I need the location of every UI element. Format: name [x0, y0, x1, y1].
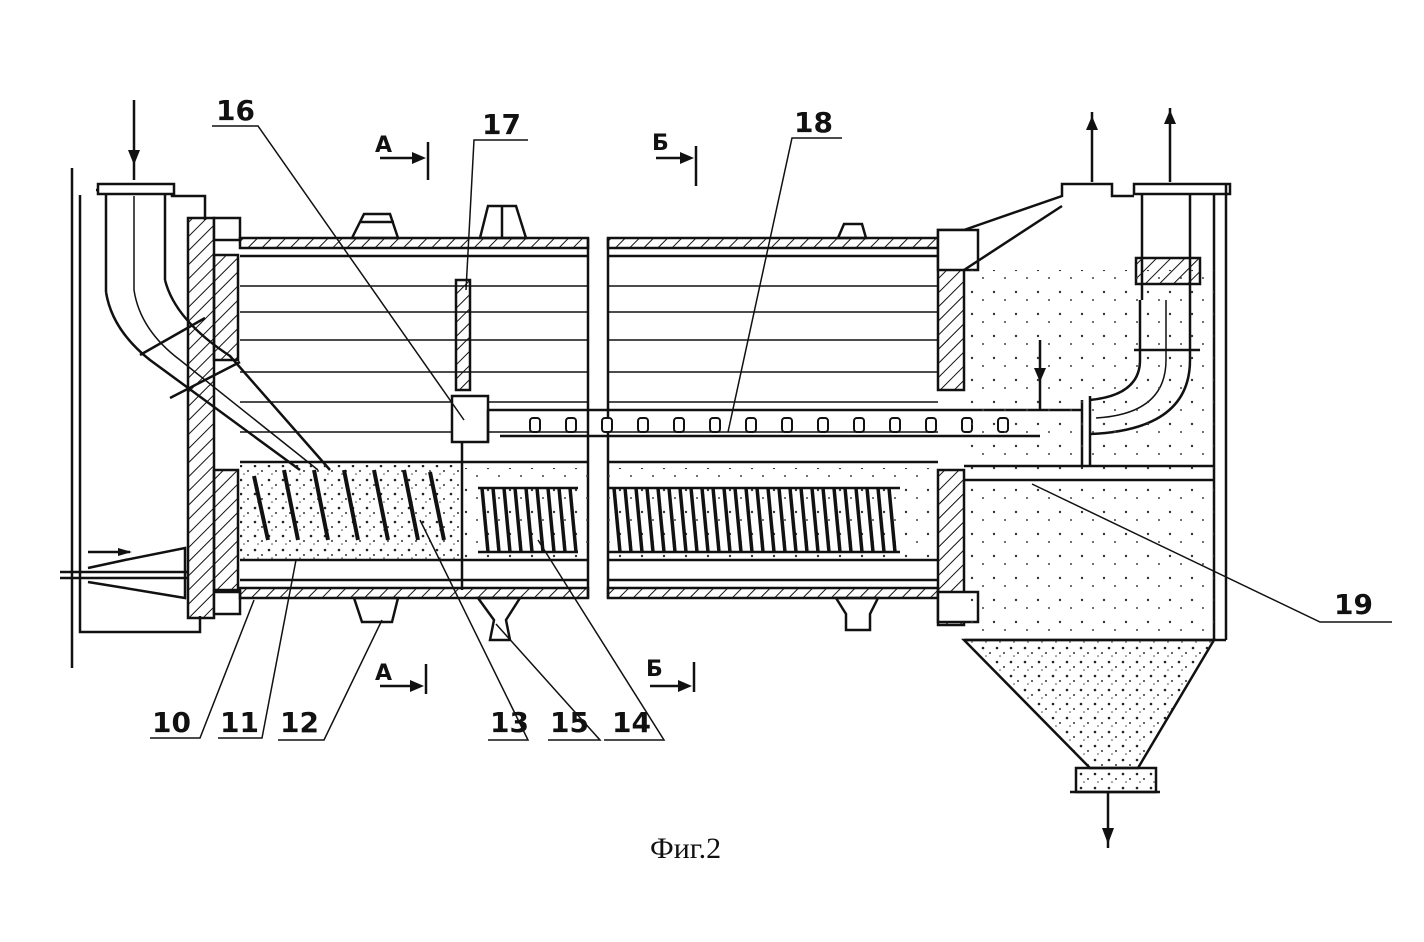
callouts: 16 17 18 19 10 11 12 13 15 14	[152, 94, 1373, 739]
coil-turn	[788, 487, 798, 553]
pipe-nozzle	[709, 417, 721, 433]
callout-10: 10	[152, 706, 191, 739]
coil-turn	[656, 487, 666, 553]
coil-turn	[535, 487, 545, 553]
section-marks: А А Б Б	[375, 131, 698, 694]
coil-turn	[557, 487, 567, 553]
pipe-nozzle	[601, 417, 613, 433]
section-mark-b-top: Б	[652, 131, 669, 156]
coil-turn	[568, 487, 578, 553]
coil-turn	[502, 487, 512, 553]
coil-turn	[843, 487, 853, 553]
coil-turn	[623, 487, 633, 553]
coil-turn	[733, 487, 743, 553]
figure-caption: Фиг.2	[650, 832, 721, 865]
callout-17: 17	[482, 108, 521, 141]
coil-turn	[711, 487, 721, 553]
coil-turn	[546, 487, 556, 553]
pipe-nozzle	[565, 417, 577, 433]
coil-turn	[700, 487, 710, 553]
section-mark-a-top: А	[375, 133, 392, 158]
drum-fittings-left	[349, 204, 528, 642]
inlet-housing	[60, 168, 207, 668]
spiral-dense-left	[462, 468, 588, 562]
pipe-nozzle	[529, 417, 541, 433]
pipe-nozzle	[817, 417, 829, 433]
coil-turn	[755, 487, 765, 553]
coil-turn	[667, 487, 677, 553]
pipe-nozzle	[673, 417, 685, 433]
callout-15: 15	[550, 706, 589, 739]
callout-19: 19	[1334, 588, 1373, 621]
callout-12: 12	[280, 706, 319, 739]
coil-turn	[513, 487, 523, 553]
section-mark-a-bottom: А	[375, 661, 392, 686]
pipe-nozzle	[925, 417, 937, 433]
pipe-nozzle	[889, 417, 901, 433]
leader-lines	[150, 125, 1392, 741]
callout-11: 11	[220, 706, 259, 739]
coil-turn	[876, 487, 886, 553]
coil-turn	[722, 487, 732, 553]
coil-turn	[645, 487, 655, 553]
coil-turn	[810, 487, 820, 553]
coil-turn	[744, 487, 754, 553]
coil-turn	[854, 487, 864, 553]
coil-turn	[480, 487, 490, 553]
pipe-nozzle	[745, 417, 757, 433]
coil-turn	[524, 487, 534, 553]
section-mark-b-bottom: Б	[646, 657, 663, 682]
burner-nozzle	[87, 546, 187, 600]
coil-turn	[491, 487, 501, 553]
left-end-wall	[186, 216, 242, 620]
outlet-chamber	[961, 108, 1232, 848]
coil-turn	[678, 487, 688, 553]
coil-turn	[865, 487, 875, 553]
drum-right	[606, 222, 940, 632]
pipe-nozzle	[853, 417, 865, 433]
coil-turn	[777, 487, 787, 553]
coil-turn	[832, 487, 842, 553]
pipe-nozzle	[781, 417, 793, 433]
coil-turn	[612, 487, 622, 553]
callout-18: 18	[794, 106, 833, 139]
pipe-nozzle	[637, 417, 649, 433]
spiral-packed-left	[240, 465, 462, 562]
coil-turn	[634, 487, 644, 553]
callout-16: 16	[216, 94, 255, 127]
coil-turn	[766, 487, 776, 553]
coil-turn	[799, 487, 809, 553]
coil-turn	[689, 487, 699, 553]
coil-turn	[887, 487, 897, 553]
coil-turn	[821, 487, 831, 553]
spiral-dense-right	[608, 468, 938, 562]
callout-14: 14	[612, 706, 651, 739]
callout-13: 13	[490, 706, 529, 739]
